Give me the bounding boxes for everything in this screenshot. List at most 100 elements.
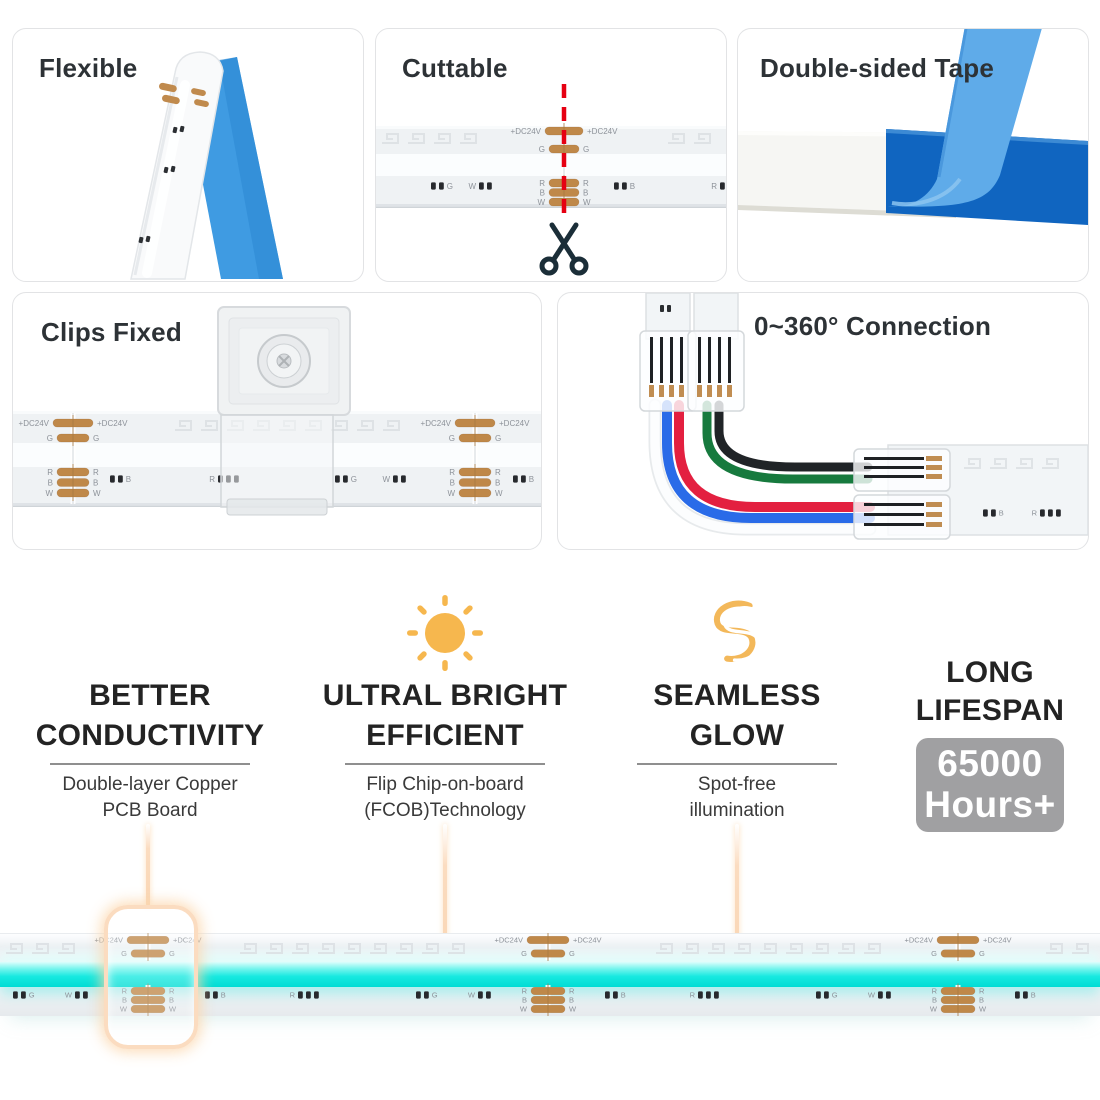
screw-icon — [257, 334, 311, 388]
svg-text:W: W — [447, 489, 455, 498]
feature-icon-slot — [900, 590, 1080, 654]
svg-text:B: B — [529, 475, 534, 484]
panel-double-sided-tape: Double-sided Tape — [737, 28, 1089, 282]
wire-red — [674, 400, 875, 512]
feature-ultra-bright: ULTRAL BRIGHT EFFICIENT Flip Chip-on-boa… — [305, 590, 585, 824]
svg-text:R: R — [93, 468, 99, 477]
flexible-strip-art — [130, 51, 283, 280]
svg-text:B: B — [221, 991, 226, 1000]
svg-text:R: R — [569, 987, 575, 996]
svg-text:B: B — [583, 188, 588, 197]
svg-text:G: G — [121, 949, 127, 958]
svg-text:W: W — [583, 198, 591, 207]
svg-text:+DC24V: +DC24V — [573, 936, 602, 945]
svg-text:B: B — [122, 996, 127, 1005]
svg-text:B: B — [93, 478, 98, 487]
svg-text:R: R — [932, 987, 938, 996]
svg-text:G: G — [495, 434, 501, 443]
svg-text:R: R — [449, 468, 455, 477]
svg-text:B: B — [621, 991, 626, 1000]
svg-text:B: B — [932, 996, 937, 1005]
wire-green — [702, 400, 873, 484]
svg-text:+DC24V: +DC24V — [587, 127, 618, 136]
svg-text:G: G — [29, 991, 35, 1000]
feature-title: LONG LIFESPAN — [915, 656, 1065, 727]
svg-text:W: W — [468, 991, 476, 1000]
connection-wires — [648, 398, 877, 536]
svg-text:G: G — [931, 949, 937, 958]
svg-text:R: R — [539, 179, 545, 188]
panel-title-clips-fixed: Clips Fixed — [41, 317, 182, 347]
svg-text:G: G — [832, 991, 838, 1000]
svg-text:W: W — [169, 1005, 177, 1014]
svg-text:W: W — [120, 1005, 128, 1014]
svg-text:G: G — [979, 949, 985, 958]
svg-text:R: R — [690, 991, 696, 1000]
svg-text:W: W — [382, 475, 390, 484]
svg-text:R: R — [1032, 509, 1038, 518]
feature-subtitle: Flip Chip-on-board (FCOB)Technology — [364, 774, 526, 821]
svg-text:G: G — [47, 434, 53, 443]
svg-text:B: B — [126, 475, 131, 484]
feature-icon-slot — [10, 590, 290, 676]
mounting-clip — [217, 306, 351, 516]
svg-text:R: R — [522, 987, 528, 996]
svg-text:B: B — [540, 188, 545, 197]
panel-flexible: Flexible — [12, 28, 364, 282]
panel-title-flexible: Flexible — [39, 53, 138, 83]
svg-text:+DC24V: +DC24V — [94, 936, 123, 945]
callout-line-conductivity — [146, 824, 150, 906]
svg-text:+DC24V: +DC24V — [421, 419, 452, 428]
sun-icon — [407, 595, 483, 671]
svg-text:B: B — [569, 996, 574, 1005]
svg-text:+DC24V: +DC24V — [97, 419, 128, 428]
svg-text:W: W — [930, 1005, 938, 1014]
feature-seamless-glow: SEAMLESS GLOW Spot-free illumination — [597, 590, 877, 824]
svg-text:G: G — [521, 949, 527, 958]
svg-text:R: R — [583, 179, 589, 188]
svg-text:+DC24V: +DC24V — [494, 936, 523, 945]
svg-text:R: R — [979, 987, 985, 996]
svg-text:B: B — [169, 996, 174, 1005]
svg-text:R: R — [47, 468, 53, 477]
feature-better-conductivity: BETTER CONDUCTIVITY Double-layer Copper … — [10, 590, 290, 824]
svg-text:B: B — [48, 478, 53, 487]
svg-text:B: B — [450, 478, 455, 487]
svg-text:W: W — [537, 198, 545, 207]
led-strip-cyan-glow — [0, 962, 1100, 987]
wire-white — [650, 400, 875, 534]
svg-text:B: B — [979, 996, 984, 1005]
feature-subtitle: Double-layer Copper PCB Board — [62, 774, 238, 821]
svg-text:G: G — [583, 145, 589, 154]
cut-point-highlight-box — [104, 905, 198, 1049]
svg-text:G: G — [432, 991, 438, 1000]
svg-text:+DC24V: +DC24V — [19, 419, 50, 428]
svg-text:W: W — [468, 182, 476, 191]
svg-text:+DC24V: +DC24V — [983, 936, 1012, 945]
svg-text:G: G — [169, 949, 175, 958]
seamless-glow-icon — [713, 600, 761, 662]
svg-text:W: W — [520, 1005, 528, 1014]
flexible-chips — [138, 125, 185, 244]
callout-line-glow — [735, 824, 739, 964]
svg-text:G: G — [447, 182, 453, 191]
flexible-copper-pads — [159, 82, 209, 108]
panel-title-cuttable: Cuttable — [402, 53, 508, 83]
feature-divider — [345, 763, 545, 765]
svg-text:W: W — [495, 489, 503, 498]
strip-connectors-horizontal — [853, 448, 951, 540]
scissors-icon — [539, 222, 589, 276]
feature-icon-slot — [305, 590, 585, 676]
svg-text:B: B — [1031, 991, 1036, 1000]
svg-text:G: G — [449, 434, 455, 443]
callout-line-bright — [443, 824, 447, 964]
feature-title: SEAMLESS GLOW — [653, 679, 821, 752]
tape-peel-blue — [888, 29, 1042, 207]
